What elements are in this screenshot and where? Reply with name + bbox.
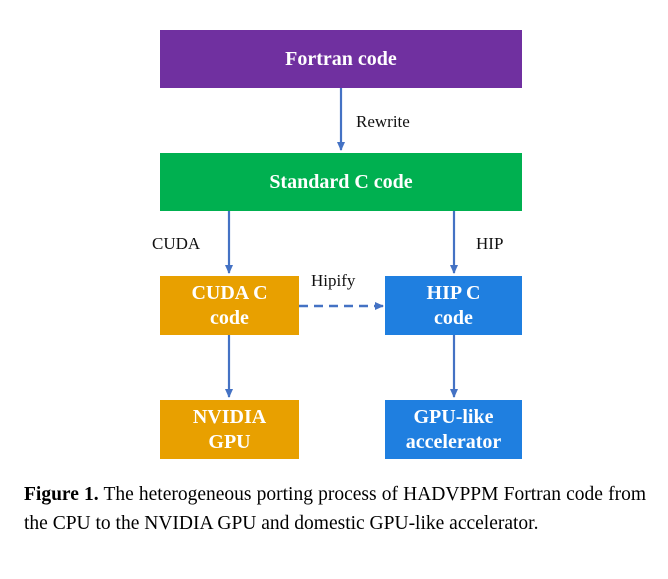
hip-c-code-label-line1: HIP C xyxy=(426,281,481,304)
gpu-like-accelerator-node: GPU-like accelerator xyxy=(385,400,522,459)
cuda-c-code-label-line2: code xyxy=(210,306,249,329)
nvidia-gpu-node: NVIDIA GPU xyxy=(160,400,299,459)
gpu-like-label-line1: GPU-like xyxy=(413,405,494,428)
nvidia-gpu-label-line1: NVIDIA xyxy=(192,405,267,428)
hip-edge-label: HIP xyxy=(476,234,504,253)
arrows-layer xyxy=(225,88,458,398)
cuda-c-code-label-line1: CUDA C xyxy=(191,281,268,304)
cuda-edge-label: CUDA xyxy=(152,234,201,253)
figure-caption-text: The heterogeneous porting process of HAD… xyxy=(24,484,646,534)
standard-c-code-node: Standard C code xyxy=(160,153,522,211)
figure-caption: Figure 1. The heterogeneous porting proc… xyxy=(24,480,646,538)
hipify-edge-label: Hipify xyxy=(311,271,356,290)
cuda-c-code-node: CUDA C code xyxy=(160,276,299,335)
fortran-code-node: Fortran code xyxy=(160,30,522,88)
hip-c-code-label-line2: code xyxy=(434,306,473,329)
fortran-code-label: Fortran code xyxy=(285,47,397,70)
gpu-like-label-line2: accelerator xyxy=(405,430,502,453)
standard-c-code-label: Standard C code xyxy=(269,170,413,193)
rewrite-edge-label: Rewrite xyxy=(356,112,410,131)
nvidia-gpu-label-line2: GPU xyxy=(208,430,251,453)
figure-caption-label: Figure 1. xyxy=(24,484,99,505)
hip-c-code-node: HIP C code xyxy=(385,276,522,335)
